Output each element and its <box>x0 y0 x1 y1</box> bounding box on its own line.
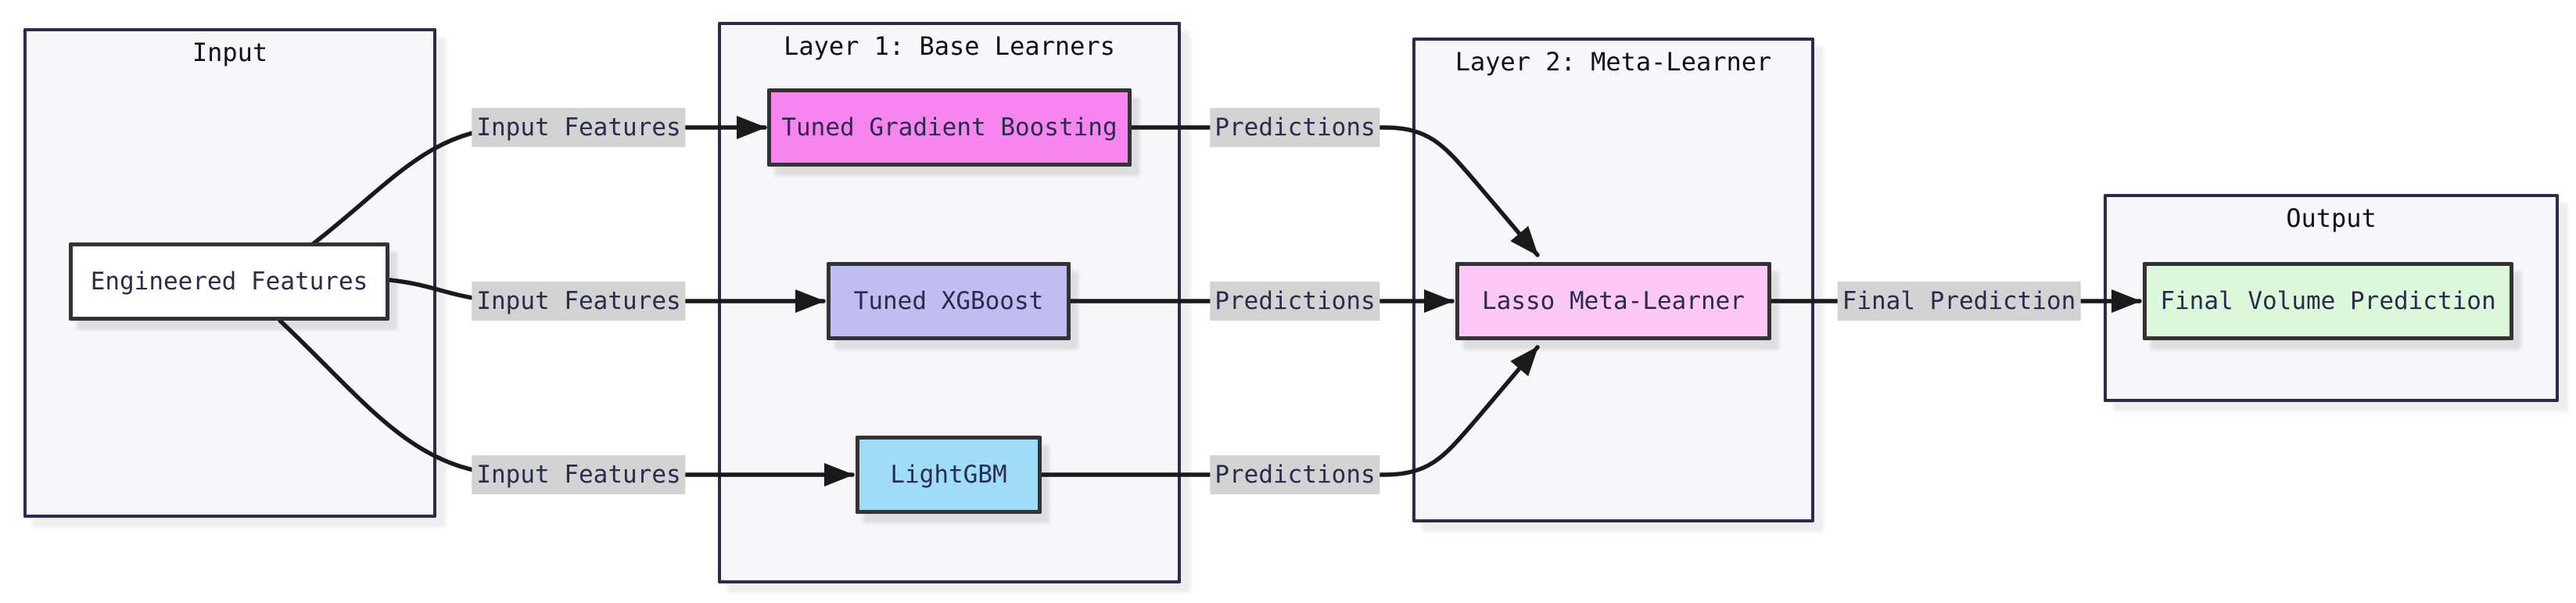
node-lightgbm-label: LightGBM <box>890 461 1007 489</box>
node-tuned-xgboost: Tuned XGBoost <box>827 262 1071 340</box>
node-engineered-features-label: Engineered Features <box>90 267 368 296</box>
edge-label-input-features-2: Input Features <box>472 282 686 321</box>
edge-label-predictions-3: Predictions <box>1210 455 1380 494</box>
edge-lightgbm-to-lasso <box>1039 345 1540 477</box>
node-engineered-features: Engineered Features <box>69 242 389 321</box>
node-lasso-meta-learner-label: Lasso Meta-Learner <box>1482 287 1745 315</box>
node-final-volume-prediction-label: Final Volume Prediction <box>2160 287 2496 315</box>
edge-label-final-prediction: Final Prediction <box>1837 282 2081 321</box>
edge-label-input-features-1: Input Features <box>472 108 686 147</box>
node-lightgbm: LightGBM <box>856 436 1042 514</box>
node-final-volume-prediction: Final Volume Prediction <box>2143 262 2513 340</box>
edge-engineered-to-lightgbm <box>278 318 855 486</box>
edge-label-input-features-3: Input Features <box>472 455 686 494</box>
container-output-title: Output <box>2286 203 2377 233</box>
container-input-title: Input <box>192 38 268 67</box>
edge-label-predictions-1: Predictions <box>1210 108 1380 147</box>
container-layer2-title: Layer 2: Meta-Learner <box>1455 47 1772 77</box>
edge-gbm-to-lasso <box>1129 125 1540 257</box>
node-tuned-gradient-boosting: Tuned Gradient Boosting <box>767 88 1132 167</box>
edge-label-predictions-2: Predictions <box>1210 282 1380 321</box>
container-layer1-title: Layer 1: Base Learners <box>784 31 1115 61</box>
node-lasso-meta-learner: Lasso Meta-Learner <box>1455 262 1771 340</box>
node-tuned-xgboost-label: Tuned XGBoost <box>853 287 1044 315</box>
node-tuned-gradient-boosting-label: Tuned Gradient Boosting <box>781 113 1118 142</box>
